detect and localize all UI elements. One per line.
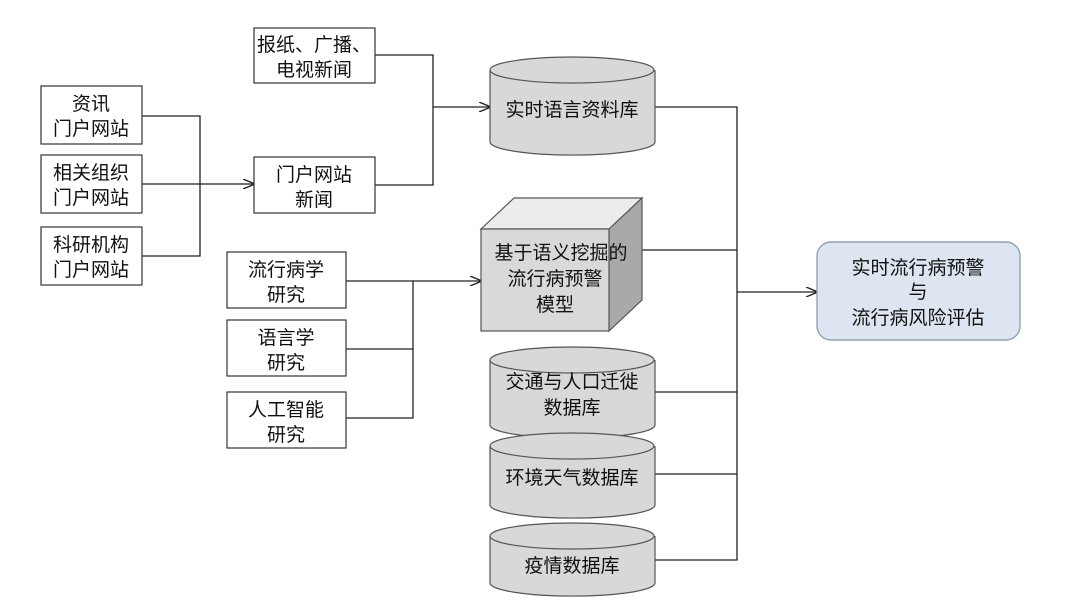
svg-text:环境天气数据库: 环境天气数据库: [505, 467, 638, 489]
svg-text:疫情数据库: 疫情数据库: [524, 555, 619, 577]
svg-text:实时语言资料库: 实时语言资料库: [505, 99, 638, 121]
svg-text:门户网站: 门户网站: [53, 187, 129, 209]
svg-text:基于语义挖掘的: 基于语义挖掘的: [494, 242, 627, 264]
edge-corpus-out: [655, 106, 738, 561]
svg-text:科研机构: 科研机构: [53, 234, 129, 256]
svg-text:报纸、广播、: 报纸、广播、: [257, 34, 371, 56]
edge-zixun-portal: [142, 115, 201, 257]
db-traffic-migration: 交通与人口迁徙 数据库: [489, 346, 656, 439]
svg-text:流行病学: 流行病学: [248, 259, 324, 281]
svg-text:研究: 研究: [267, 352, 305, 374]
svg-text:资讯: 资讯: [72, 93, 110, 115]
node-output-warning: 实时流行病预警 与 流行病风险评估: [816, 241, 1021, 341]
node-research-portal: 科研机构 门户网站: [40, 226, 143, 286]
svg-text:研究: 研究: [267, 424, 305, 446]
edge-newspaper: [375, 54, 434, 186]
svg-text:研究: 研究: [267, 284, 305, 306]
db-epidemic: 疫情数据库: [489, 522, 656, 597]
svg-text:语言学: 语言学: [257, 327, 314, 349]
svg-text:新闻: 新闻: [295, 189, 333, 211]
svg-text:电视新闻: 电视新闻: [276, 59, 352, 81]
node-portal-news: 门户网站 新闻: [253, 156, 376, 214]
node-linguistics: 语言学 研究: [226, 319, 347, 377]
node-org-portal: 相关组织 门户网站: [40, 154, 143, 214]
db-environment-weather: 环境天气数据库: [489, 432, 656, 519]
cube-semantic-model: 基于语义挖掘的 流行病预警 模型: [479, 196, 644, 333]
svg-text:门户网站: 门户网站: [276, 164, 352, 186]
connectors: [142, 54, 817, 561]
svg-text:门户网站: 门户网站: [53, 118, 129, 140]
svg-text:相关组织: 相关组织: [53, 162, 129, 184]
node-zixun-portal: 资讯 门户网站: [40, 85, 143, 145]
svg-text:数据库: 数据库: [543, 397, 600, 419]
node-newspaper: 报纸、广播、 电视新闻: [253, 27, 376, 84]
svg-text:门户网站: 门户网站: [53, 259, 129, 281]
svg-text:与: 与: [908, 281, 927, 303]
node-ai-research: 人工智能 研究: [226, 391, 347, 449]
db-realtime-corpus: 实时语言资料库: [489, 56, 656, 156]
svg-text:流行病风险评估: 流行病风险评估: [851, 307, 984, 329]
svg-text:实时流行病预警: 实时流行病预警: [851, 257, 984, 279]
node-epidemiology: 流行病学 研究: [226, 251, 347, 309]
svg-text:流行病预警: 流行病预警: [507, 268, 602, 290]
svg-text:交通与人口迁徙: 交通与人口迁徙: [505, 371, 638, 393]
svg-text:模型: 模型: [536, 294, 574, 316]
svg-text:人工智能: 人工智能: [248, 399, 324, 421]
